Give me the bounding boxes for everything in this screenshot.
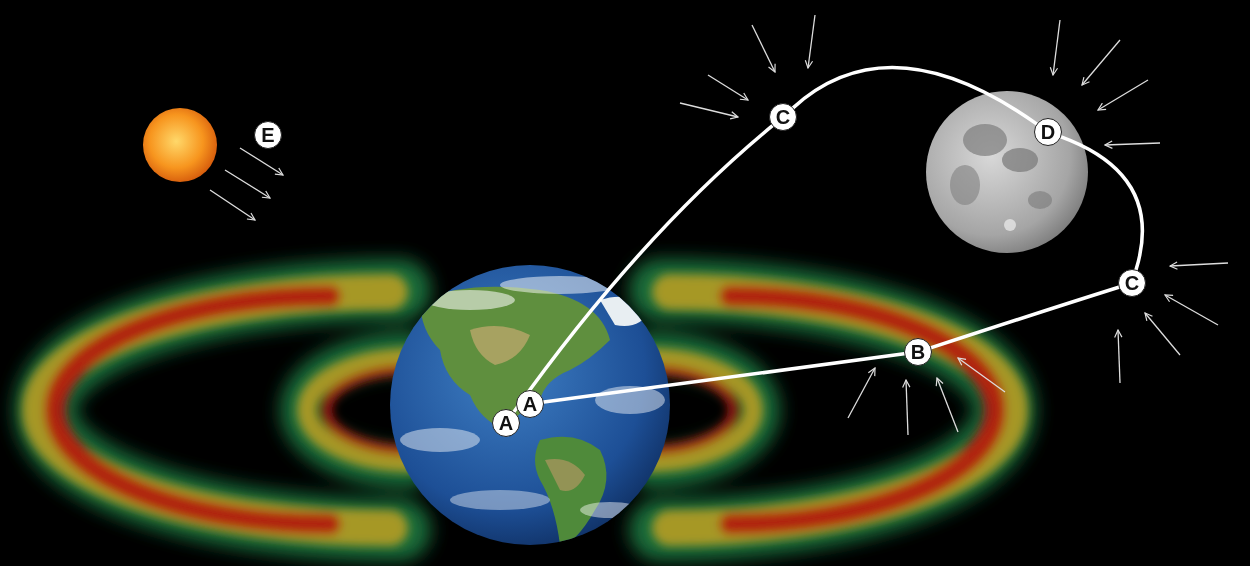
sun — [143, 108, 217, 182]
trajectory-path — [1061, 137, 1142, 270]
point-letter: A — [523, 394, 537, 414]
point-letter: D — [1041, 122, 1055, 142]
trajectory-path — [544, 354, 904, 402]
moon — [926, 91, 1088, 253]
trajectory-path — [514, 126, 772, 412]
point-letter: E — [261, 125, 274, 145]
label-circle: C — [769, 103, 797, 131]
point-letter: B — [911, 342, 925, 362]
label-circle: C — [1118, 269, 1146, 297]
trajectory-path — [793, 68, 1036, 124]
trajectory-path — [931, 287, 1118, 347]
radiation-arrows — [210, 15, 1228, 435]
label-circle: A — [492, 409, 520, 437]
point-letter: A — [499, 413, 513, 433]
label-circle: B — [904, 338, 932, 366]
earth — [390, 265, 670, 545]
point-letter: C — [1125, 273, 1139, 293]
label-circle: D — [1034, 118, 1062, 146]
point-letter: C — [776, 107, 790, 127]
label-circle: E — [254, 121, 282, 149]
label-circle: A — [516, 390, 544, 418]
